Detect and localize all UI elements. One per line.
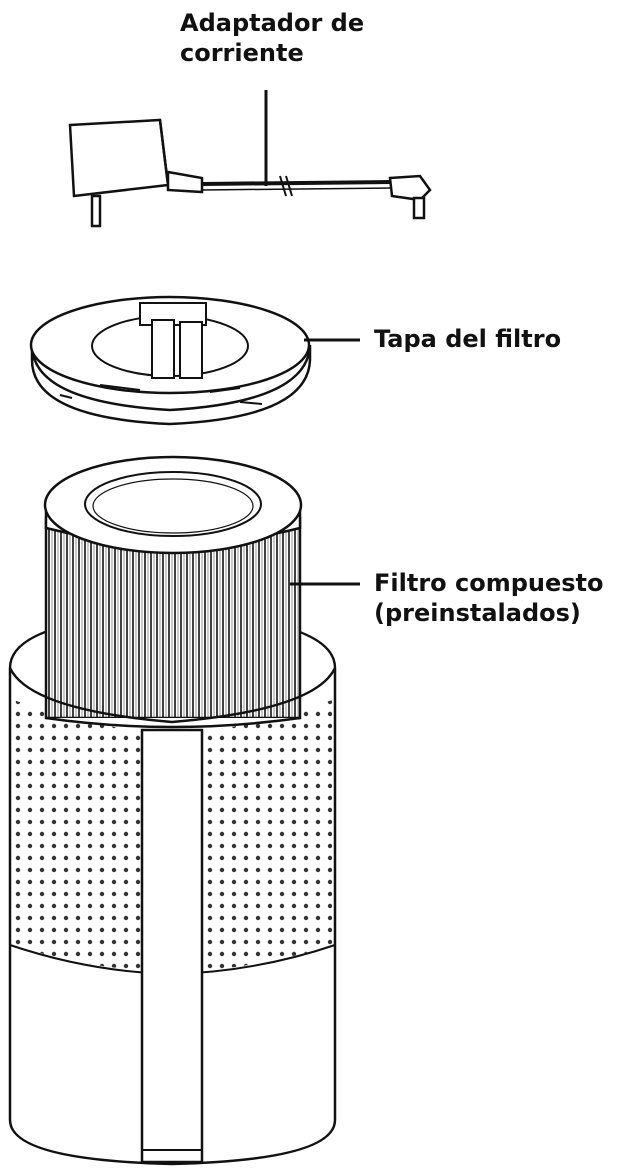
composite-filter [43, 455, 303, 729]
purifier-body [8, 610, 337, 1166]
filter-lid-label-line1: Tapa del filtro [374, 325, 562, 353]
leader-lines [264, 90, 360, 586]
adapter-label: Adaptador de corriente [180, 8, 364, 68]
composite-filter-label: Filtro compuesto (preinstalados) [374, 568, 604, 628]
power-adapter [68, 118, 432, 228]
filter-lid [29, 295, 312, 426]
composite-filter-label-line1: Filtro compuesto [374, 569, 604, 597]
adapter-label-line1: Adaptador de [180, 9, 365, 37]
adapter-label-line2: corriente [180, 39, 304, 67]
body-front-rim [8, 667, 337, 724]
composite-filter-label-line2: (preinstalados) [374, 599, 581, 627]
filter-lid-label: Tapa del filtro [374, 324, 561, 354]
